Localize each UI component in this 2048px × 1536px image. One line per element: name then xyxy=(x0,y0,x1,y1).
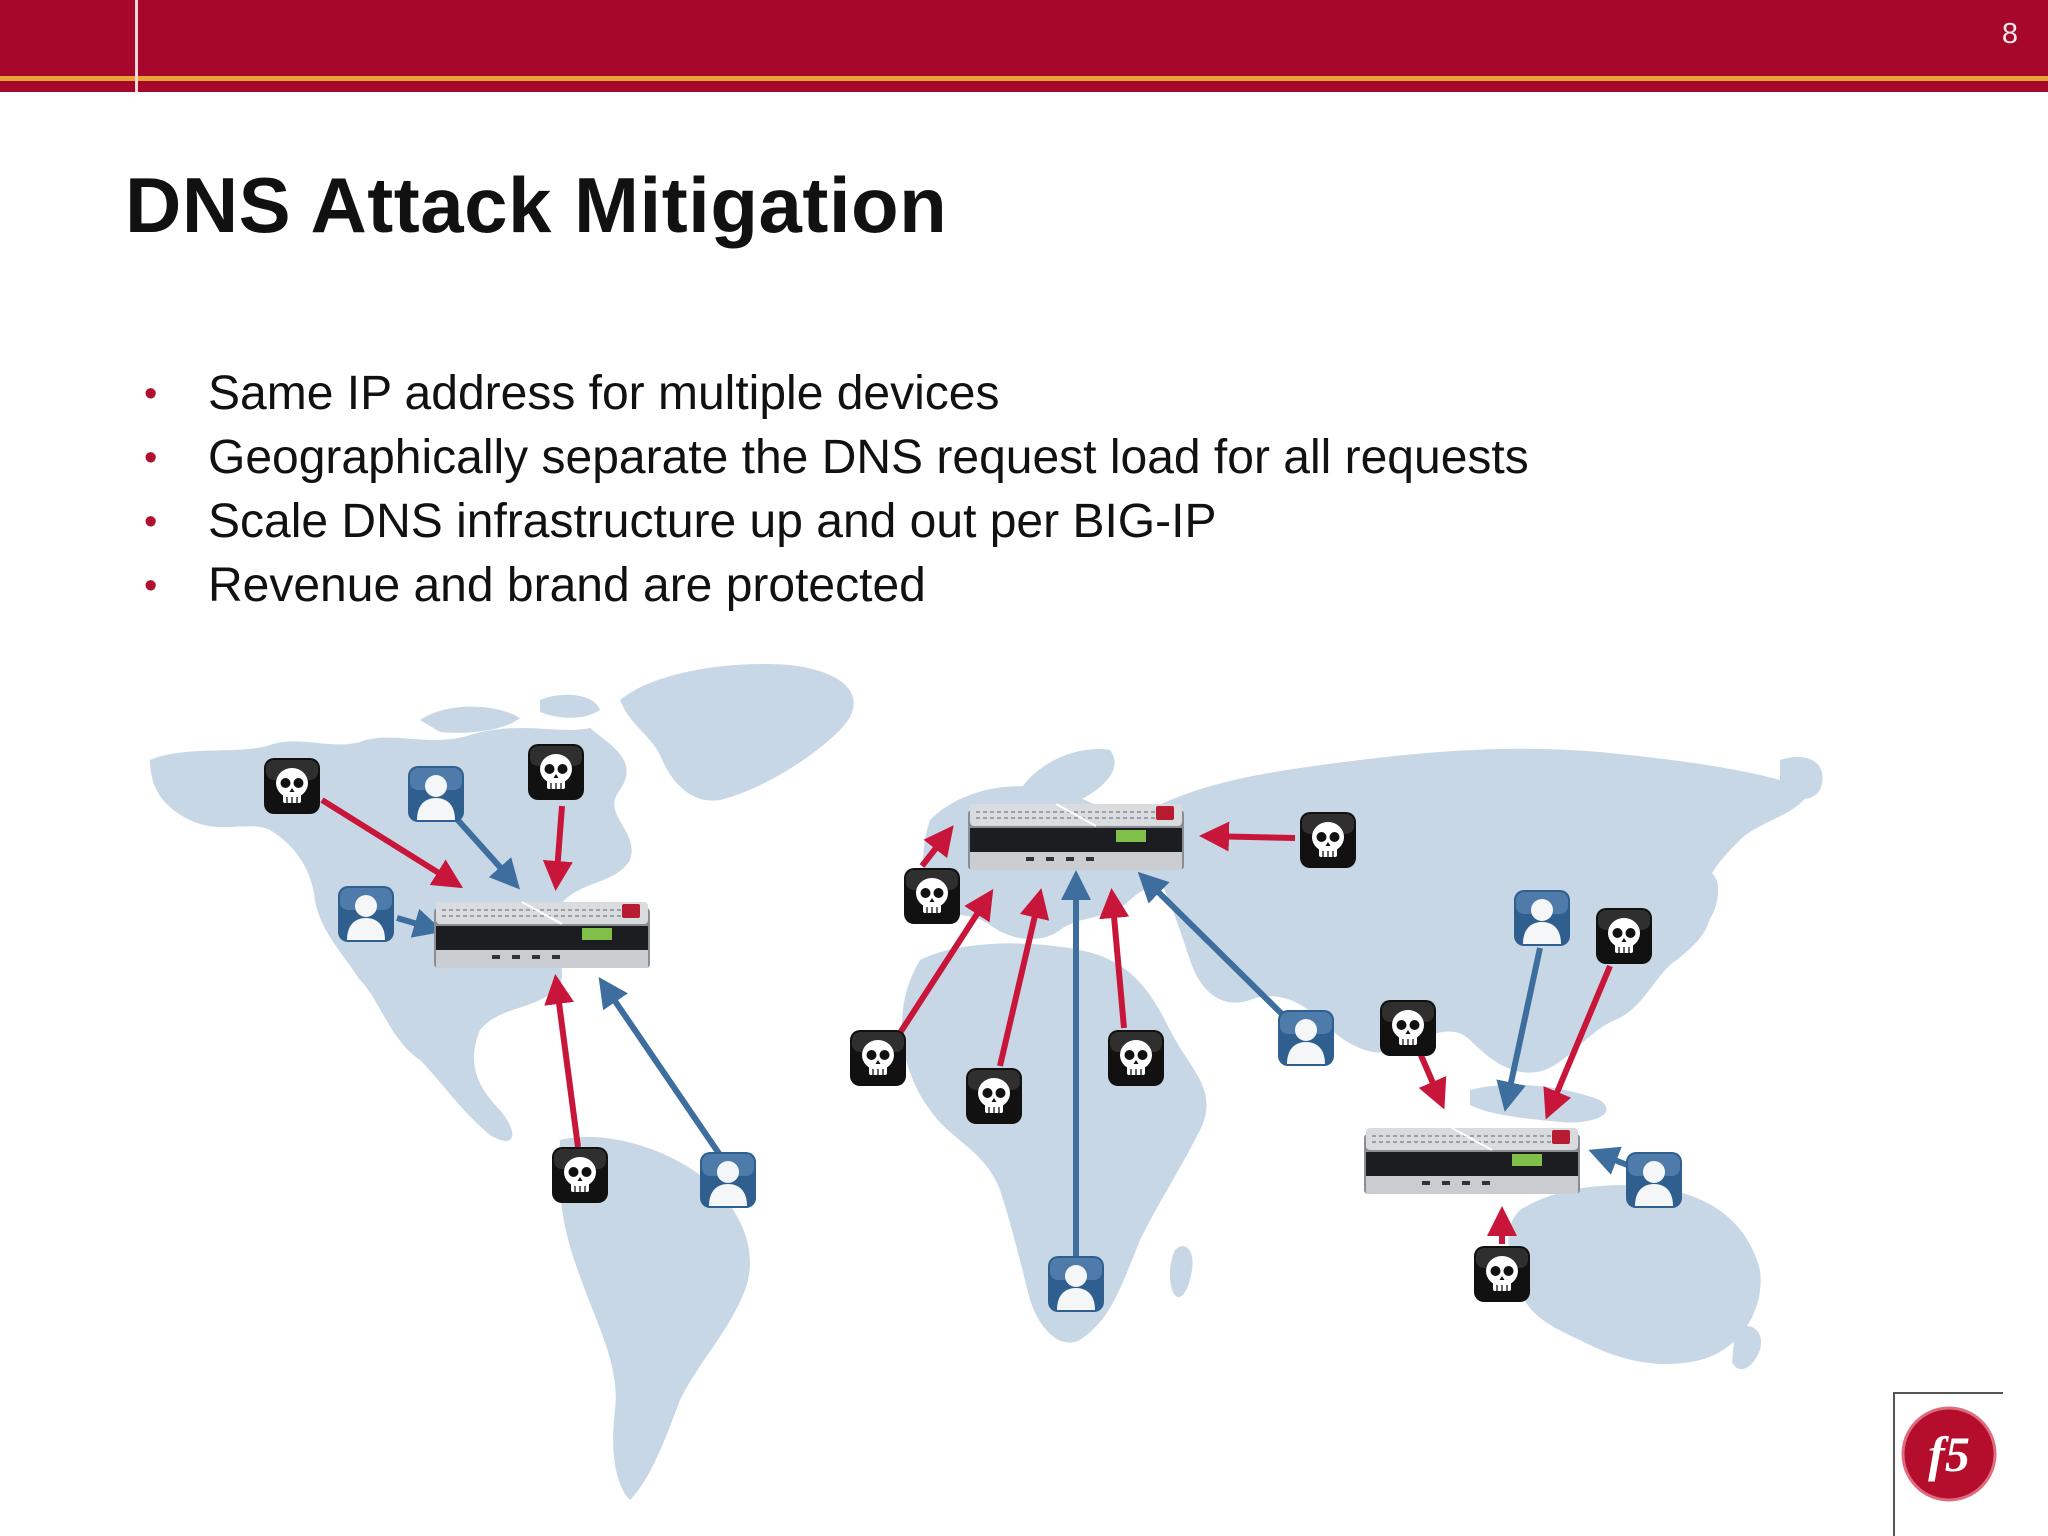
skull-icon xyxy=(1107,1029,1165,1087)
user-arrow xyxy=(453,815,521,890)
bullet-marker: • xyxy=(144,437,158,479)
bullet-item: • Revenue and brand are protected xyxy=(140,554,1529,618)
header-divider xyxy=(135,0,138,92)
bullet-item: • Geographically separate the DNS reques… xyxy=(140,426,1529,490)
skull-icon xyxy=(1379,999,1437,1057)
world-map-diagram xyxy=(0,640,2048,1536)
user-icon xyxy=(1626,1152,1682,1208)
skull-icon xyxy=(263,757,321,815)
user-arrow xyxy=(1588,1146,1632,1175)
bullet-item: • Scale DNS infrastructure up and out pe… xyxy=(140,490,1529,554)
skull-icon xyxy=(527,743,585,801)
skull-icon xyxy=(849,1029,907,1087)
big-ip-appliance-icon xyxy=(967,803,1185,871)
attack-arrow xyxy=(895,888,994,1038)
bullet-text: Revenue and brand are protected xyxy=(208,559,926,612)
slide-number: 8 xyxy=(2001,18,2018,50)
user-icon xyxy=(408,766,464,822)
user-icon xyxy=(1048,1256,1104,1312)
user-icon xyxy=(1514,890,1570,946)
bullet-text: Geographically separate the DNS request … xyxy=(208,431,1529,484)
bullet-text: Scale DNS infrastructure up and out per … xyxy=(208,495,1217,548)
bullet-marker: • xyxy=(144,501,158,543)
user-arrow xyxy=(598,977,723,1157)
f5-logo-icon: f5 xyxy=(1901,1406,1997,1502)
user-icon xyxy=(1278,1010,1334,1066)
attack-arrow xyxy=(1417,1051,1447,1110)
header-bar xyxy=(0,0,2048,78)
header-accent-line xyxy=(0,76,2048,81)
bullet-item: • Same IP address for multiple devices xyxy=(140,362,1529,426)
f5-logo: f5 xyxy=(1893,1392,2003,1536)
user-icon xyxy=(338,886,394,942)
user-icon xyxy=(700,1152,756,1208)
attack-arrow xyxy=(320,797,464,889)
slide-title: DNS Attack Mitigation xyxy=(125,161,948,249)
skull-icon xyxy=(1473,1245,1531,1303)
bullet-text: Same IP address for multiple devices xyxy=(208,367,1000,420)
attack-arrow xyxy=(1543,964,1613,1120)
bullet-marker: • xyxy=(144,565,158,607)
bullet-marker: • xyxy=(144,373,158,415)
attack-arrow xyxy=(1199,821,1296,852)
skull-icon xyxy=(965,1067,1023,1125)
attack-arrow xyxy=(1099,888,1130,1029)
user-arrow xyxy=(1137,871,1293,1025)
user-arrow xyxy=(1496,947,1543,1112)
header-bar-bottom xyxy=(0,81,2048,92)
big-ip-appliance-icon xyxy=(1363,1127,1581,1195)
skull-icon xyxy=(1299,811,1357,869)
logo-text: f5 xyxy=(1928,1426,1970,1482)
attack-arrow xyxy=(919,825,954,868)
big-ip-appliance-icon xyxy=(433,901,651,969)
attack-arrow xyxy=(544,974,581,1148)
attack-arrow xyxy=(997,888,1050,1067)
skull-icon xyxy=(903,867,961,925)
world-map-svg xyxy=(150,664,1823,1500)
bullet-list: • Same IP address for multiple devices •… xyxy=(140,362,1529,618)
skull-icon xyxy=(551,1146,609,1204)
attack-arrow xyxy=(542,805,573,891)
user-arrow xyxy=(396,908,444,938)
skull-icon xyxy=(1595,907,1653,965)
